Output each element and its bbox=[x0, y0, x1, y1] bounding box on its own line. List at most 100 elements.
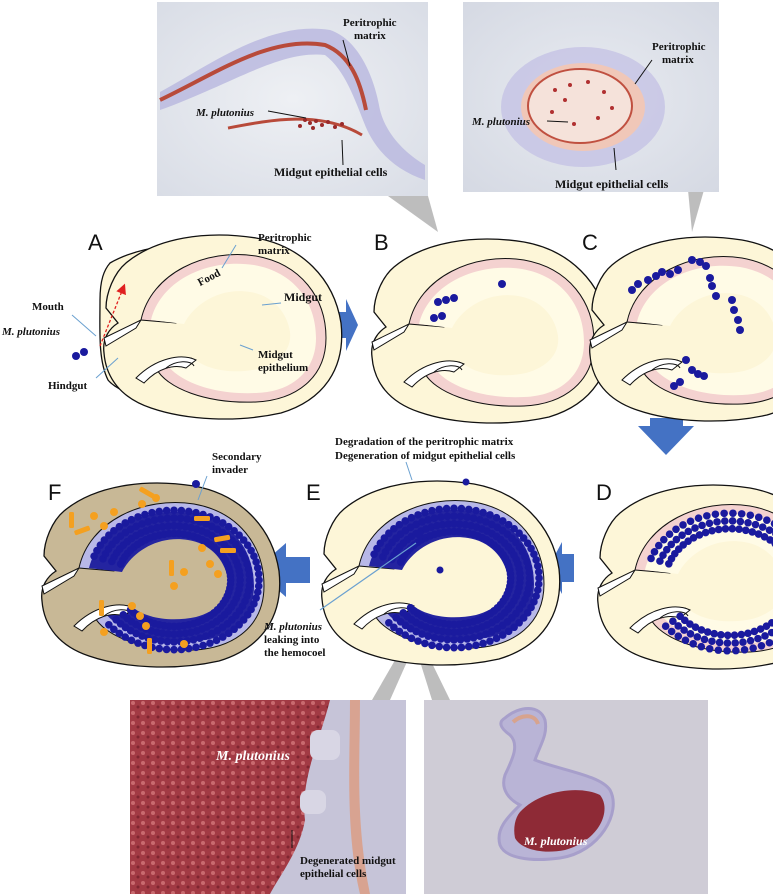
hindgut-coil bbox=[629, 606, 691, 634]
mouth-opening bbox=[103, 318, 143, 347]
bacterium-dot bbox=[134, 639, 142, 647]
bacterium-dot bbox=[684, 527, 693, 536]
bacterium-dot bbox=[395, 520, 404, 529]
bacterium-dot bbox=[658, 268, 666, 276]
photo-top-right: Peritrophic matrix M. plutonius Midgut e… bbox=[463, 2, 719, 192]
bacterium-dot bbox=[735, 525, 743, 533]
bacterium-dot bbox=[750, 627, 759, 636]
bacterium-dot bbox=[181, 629, 190, 638]
secondary-invader-cocci bbox=[152, 494, 160, 502]
mouth-opening bbox=[371, 322, 411, 351]
bacterium-dot bbox=[385, 618, 393, 627]
bacterium-dot bbox=[456, 512, 465, 521]
bacterium-dot bbox=[688, 366, 696, 374]
panel-a-organism: M. plutonius bbox=[1, 326, 60, 338]
bacterium-dot bbox=[170, 514, 178, 522]
photo-tr-epithelial: Midgut epithelial cells bbox=[555, 177, 669, 191]
bacterium-dot bbox=[157, 515, 165, 523]
bacterium-dot bbox=[189, 636, 198, 644]
bacterium-dot bbox=[196, 634, 204, 642]
bacterium-dot bbox=[187, 628, 195, 637]
bacterium-dot bbox=[127, 636, 136, 645]
bacterium-dot bbox=[392, 614, 400, 622]
callout-wedge-b bbox=[388, 196, 438, 232]
bacterium-dot bbox=[442, 643, 451, 652]
bacterium-dot bbox=[492, 634, 501, 643]
bacterium-dot bbox=[746, 511, 755, 520]
bacterium-dot bbox=[728, 524, 737, 533]
bacterium-dot bbox=[437, 635, 445, 643]
bacterium-dot bbox=[138, 520, 146, 528]
panel-e bbox=[321, 478, 561, 666]
secondary-invader-rod bbox=[147, 638, 152, 654]
panel-letter-a: A bbox=[88, 230, 103, 255]
bacterium-dot bbox=[684, 537, 692, 545]
bacterium-dot bbox=[689, 640, 697, 648]
bacterium-dot bbox=[235, 620, 243, 629]
bacterium-dot bbox=[385, 529, 393, 538]
bacterium-dot bbox=[464, 505, 473, 514]
bacterium-dot bbox=[252, 558, 260, 566]
bacterium-dot bbox=[754, 634, 762, 643]
bacterium-dot bbox=[192, 508, 200, 517]
bacterium-dot bbox=[450, 520, 458, 528]
secondary-invader-cocci bbox=[180, 640, 188, 648]
bacterium-dot bbox=[115, 522, 124, 531]
bacterium-dot bbox=[708, 637, 716, 646]
bacterium-dot bbox=[700, 372, 708, 380]
arrow-d-to-e bbox=[548, 542, 574, 594]
bacterium-dot bbox=[442, 504, 451, 513]
bacterium-dot bbox=[224, 629, 233, 638]
bacterium-dot bbox=[744, 518, 752, 527]
bacterium-dot bbox=[667, 540, 676, 549]
bacterium-dot bbox=[667, 627, 676, 636]
bacterium-dot bbox=[472, 506, 480, 515]
bacterium-dot bbox=[737, 510, 746, 518]
bacterium-dot bbox=[134, 513, 142, 521]
bacterium-dot bbox=[662, 545, 671, 554]
panel-letter-e: E bbox=[306, 480, 321, 505]
bacterium-dot bbox=[435, 642, 444, 651]
bacterium-dot bbox=[148, 508, 156, 517]
panel-e-leaking-1: M. plutonius bbox=[263, 621, 322, 633]
panel-a-epithelium-2: epithelium bbox=[258, 362, 308, 374]
bacterium-dot bbox=[253, 588, 262, 596]
bacterium-dot bbox=[515, 618, 523, 627]
bacterium-dot bbox=[705, 644, 714, 653]
secondary-invader-rod bbox=[69, 512, 74, 528]
secondary-invader-rod bbox=[74, 525, 91, 536]
bacterium-dot bbox=[534, 580, 543, 588]
bacterium-dot bbox=[455, 628, 464, 636]
bacterium-dot bbox=[450, 628, 458, 636]
bacterium-dot bbox=[170, 638, 178, 646]
bacterium-dot bbox=[748, 528, 757, 536]
bacterium-dot bbox=[418, 630, 426, 638]
bacterium-dot bbox=[450, 512, 458, 520]
bacterium-dot bbox=[406, 604, 415, 612]
bacterium-dot bbox=[469, 514, 478, 522]
bacterium-dot bbox=[253, 564, 262, 572]
bacterium-dot bbox=[711, 510, 720, 519]
bacterium-dot bbox=[455, 520, 464, 528]
bacterium-dot bbox=[710, 629, 719, 638]
bacterium-dot bbox=[110, 526, 118, 535]
panel-letter-d: D bbox=[596, 480, 612, 505]
bacterium-dot bbox=[464, 642, 473, 651]
photo-tr-peritrophic-2: matrix bbox=[662, 54, 694, 66]
bacterium-dot bbox=[424, 516, 432, 524]
bacterium-dot bbox=[254, 570, 263, 578]
bacterium-dot bbox=[666, 270, 674, 278]
bacterium-dot bbox=[723, 646, 731, 655]
bacterium-dot bbox=[462, 478, 470, 486]
arrow-e-to-f bbox=[255, 543, 310, 597]
panel-letter-b: B bbox=[374, 230, 389, 255]
bacterium-dot bbox=[138, 632, 146, 640]
bacterium-dot bbox=[647, 554, 655, 563]
bacterium-dot bbox=[680, 626, 688, 634]
bacterium-dot bbox=[706, 274, 714, 282]
bacterium-dot bbox=[412, 520, 420, 529]
bacterium-dot bbox=[424, 632, 432, 640]
bacterium-dot bbox=[523, 609, 532, 617]
bacterium-dot bbox=[245, 570, 254, 579]
bacterium-dot bbox=[414, 511, 422, 519]
